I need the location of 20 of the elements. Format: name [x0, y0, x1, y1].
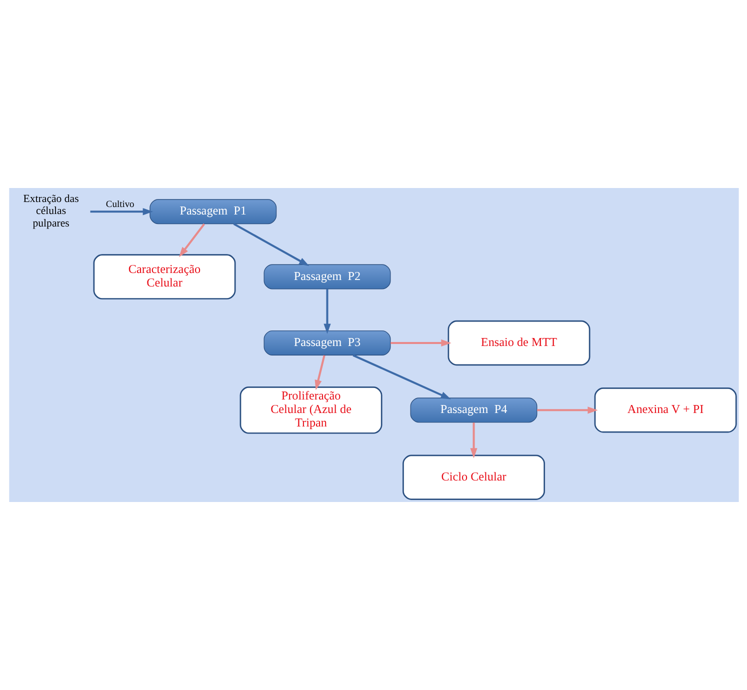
arrow	[470, 422, 477, 458]
node-box: Anexina V + PI	[594, 388, 736, 433]
arrow	[323, 289, 330, 334]
arrow	[90, 208, 152, 216]
arrow	[232, 222, 309, 266]
arrow	[390, 339, 451, 347]
node-box: Ciclo Celular	[402, 454, 544, 500]
arrow	[178, 223, 204, 258]
node-box: Passagem P3	[263, 330, 390, 356]
arrow	[314, 355, 325, 390]
node-box: Passagem P1	[149, 199, 276, 224]
node-text: Extração das células pulpares	[22, 193, 78, 230]
node-box: Ensaio de MTT	[447, 320, 590, 366]
node-box: Proliferação Celular (Azul de Tripan	[239, 386, 382, 434]
edge-label: Cultivo	[105, 200, 134, 210]
node-box: Passagem P2	[263, 264, 390, 290]
node-box: Caracterização Celular	[92, 254, 236, 300]
node-box: Passagem P4	[410, 398, 537, 423]
arrow	[352, 354, 450, 400]
arrow	[536, 406, 598, 414]
